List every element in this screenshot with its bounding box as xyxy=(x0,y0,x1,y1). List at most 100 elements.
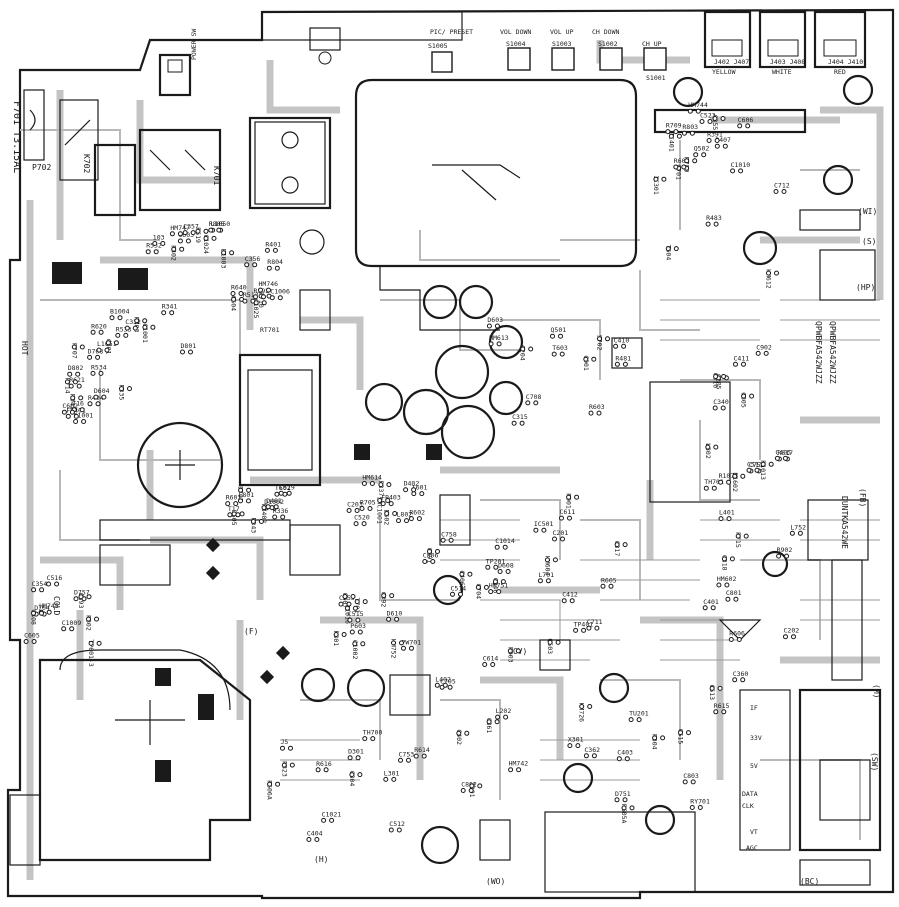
ch-down-button[interactable] xyxy=(599,47,623,71)
component-ref: C614 xyxy=(483,655,499,663)
solder-pad xyxy=(763,350,769,356)
solder-pad xyxy=(544,557,550,563)
jack-yellow[interactable] xyxy=(703,10,752,69)
component-ref: FB402 xyxy=(260,504,268,524)
component-ref: C613 xyxy=(708,684,716,700)
component-ref: C408 xyxy=(30,609,38,625)
ch-up-button[interactable] xyxy=(643,47,667,71)
component-ref: T603 xyxy=(552,344,568,352)
component-ref: R341 xyxy=(162,303,178,311)
solder-pad xyxy=(384,511,390,516)
solder-pad xyxy=(776,553,782,559)
component-ref: C202 xyxy=(784,627,800,635)
solder-pad xyxy=(440,537,446,543)
component-ref: J5 xyxy=(281,738,289,746)
jack-white-color: WHITE xyxy=(772,68,792,76)
solder-pad xyxy=(558,333,563,339)
component-ref: R534 xyxy=(91,363,107,371)
component-ref: C360 xyxy=(733,670,749,678)
component-ref: R481 xyxy=(615,354,631,362)
flyback-connector[interactable] xyxy=(9,794,41,866)
component-ref: R343 xyxy=(249,518,257,534)
component-ref: FB403 xyxy=(381,494,401,502)
solder-pad xyxy=(636,717,642,723)
component-ref: Q501 xyxy=(551,326,567,334)
solder-pad xyxy=(781,189,787,194)
connector-wo[interactable] xyxy=(479,819,511,861)
solder-pad xyxy=(98,329,104,335)
solder-pad xyxy=(386,616,392,622)
solder-pad xyxy=(280,514,286,520)
solder-pad xyxy=(575,743,581,749)
component-ref: C1024 xyxy=(202,234,210,254)
component-ref: RY701 xyxy=(690,798,710,806)
solder-pad xyxy=(315,767,321,773)
component-ref: C410 xyxy=(614,336,630,344)
component-ref: HM747 xyxy=(170,224,190,232)
vol-up-button[interactable] xyxy=(551,47,575,71)
solder-pad xyxy=(713,374,719,379)
relay-k701 xyxy=(138,128,222,212)
component-ref: C711 xyxy=(587,618,603,626)
component-ref: R705 xyxy=(360,499,376,507)
pic-preset-button[interactable] xyxy=(431,51,453,73)
solder-pad xyxy=(244,262,250,268)
hm614-diamond xyxy=(205,537,221,553)
triangle-mark xyxy=(718,619,762,641)
component-ref: R714 xyxy=(63,378,71,394)
connector-fb[interactable] xyxy=(807,499,869,561)
solder-pad xyxy=(774,270,779,276)
connector-hp[interactable] xyxy=(819,249,876,301)
jack-white[interactable] xyxy=(758,10,807,69)
main-processor xyxy=(649,381,731,503)
component-ref: C520 xyxy=(354,514,370,522)
component-ref: C392 xyxy=(380,592,388,608)
component-ref: C1016 xyxy=(343,604,351,624)
solder-pad xyxy=(730,168,736,174)
hm613-diamond xyxy=(205,565,221,581)
connector-wi[interactable] xyxy=(799,209,861,231)
solder-pad xyxy=(701,152,707,158)
solder-pad xyxy=(54,581,60,587)
hm612-pad xyxy=(155,668,171,686)
solder-pad xyxy=(419,491,425,497)
solder-pad xyxy=(367,506,373,511)
component-ref: C1002 xyxy=(351,640,359,660)
component-ref: R603 xyxy=(589,403,605,411)
solder-pad xyxy=(458,591,463,597)
hm602-pad xyxy=(155,760,171,782)
jack-red[interactable] xyxy=(813,10,867,69)
component-ref: R402 xyxy=(170,245,178,261)
side-label-fb: (FB) xyxy=(858,488,867,507)
component-ref: C1014 xyxy=(495,537,515,545)
solder-pad xyxy=(745,123,751,129)
solder-pad xyxy=(586,625,592,631)
solder-pad xyxy=(716,582,722,588)
component-ref: R533 xyxy=(116,325,132,333)
component-ref: C205 xyxy=(714,374,722,390)
solder-pad xyxy=(469,783,475,789)
cap-e xyxy=(364,382,404,422)
vol-down-button[interactable] xyxy=(507,47,531,71)
component-ref: HM604 xyxy=(543,556,551,576)
solder-pad xyxy=(61,409,67,415)
connector-bc[interactable] xyxy=(799,859,871,886)
component-ref: C362 xyxy=(584,746,600,754)
solder-pad xyxy=(275,781,281,787)
component-ref: S702 xyxy=(596,335,604,351)
solder-pad xyxy=(408,516,414,522)
component-ref: TU201 xyxy=(629,710,649,718)
bottom-connector-block[interactable] xyxy=(544,811,696,893)
solder-pad xyxy=(485,564,491,570)
component-ref: R620 xyxy=(91,322,107,330)
connector-sw[interactable] xyxy=(819,759,871,821)
solder-pad xyxy=(673,129,679,135)
solder-pad xyxy=(545,578,551,584)
solder-pad xyxy=(321,817,327,823)
solder-pad xyxy=(596,410,602,416)
crt-window-mark2 xyxy=(461,169,497,201)
solder-pad xyxy=(261,300,267,306)
power-switch-body[interactable] xyxy=(158,53,192,97)
component-ref: D604 xyxy=(94,387,110,395)
hot-label: HOT xyxy=(20,341,29,356)
